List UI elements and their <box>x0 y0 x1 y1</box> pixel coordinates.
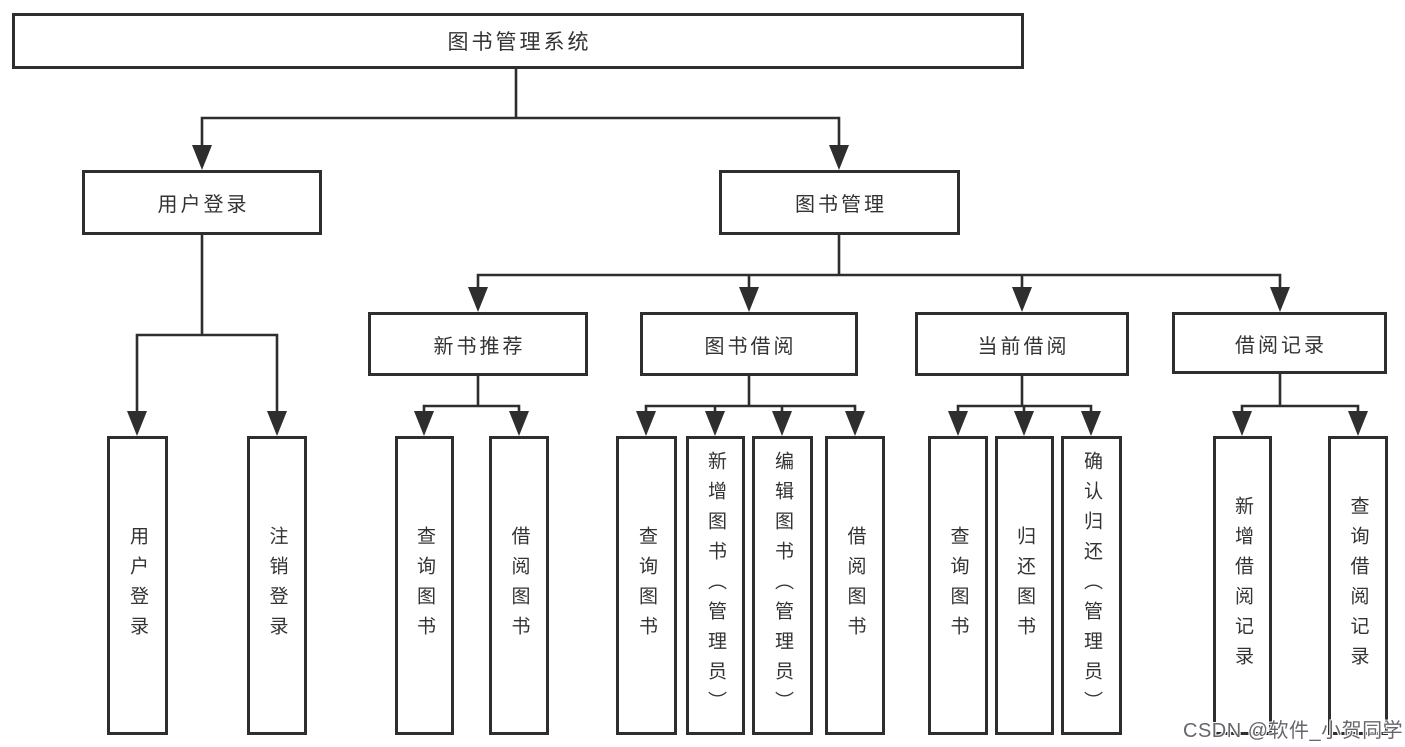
leaf-logout: 注销登录 <box>247 436 307 735</box>
arrow-down-icon <box>127 411 147 436</box>
leaf-query-books-borrowing: 查询图书 <box>616 436 677 735</box>
arrow-down-icon <box>1014 411 1034 436</box>
arrow-down-icon <box>636 411 656 436</box>
node-new-book-recommendation: 新书推荐 <box>368 312 588 376</box>
arrow-down-icon <box>772 411 792 436</box>
node-borrowing-records: 借阅记录 <box>1172 312 1387 374</box>
arrow-down-icon <box>739 287 759 312</box>
leaf-borrow-books-recommend: 借阅图书 <box>489 436 549 735</box>
arrow-down-icon <box>267 411 287 436</box>
leaf-query-books-recommend: 查询图书 <box>395 436 454 735</box>
connector-root-to-level2 <box>200 69 841 147</box>
connector-book-management-bracket <box>476 235 1282 289</box>
leaf-add-borrow-record: 新增借阅记录 <box>1213 436 1272 735</box>
connector-book-borrowing-bracket <box>644 376 857 413</box>
arrow-down-icon <box>1232 411 1252 436</box>
arrow-down-icon <box>1012 287 1032 312</box>
arrow-down-icon <box>845 411 865 436</box>
leaf-query-borrow-record: 查询借阅记录 <box>1328 436 1388 735</box>
node-book-management: 图书管理 <box>719 170 960 235</box>
leaf-add-books-admin: 新增图书（管理员） <box>686 436 745 735</box>
leaf-user-login: 用户登录 <box>107 436 168 735</box>
leaf-edit-books-admin: 编辑图书（管理员） <box>752 436 813 735</box>
connector-user-login-bracket <box>135 235 279 412</box>
leaf-query-books-current: 查询图书 <box>928 436 988 735</box>
connector-new-book-bracket <box>422 376 521 413</box>
node-current-borrowing: 当前借阅 <box>915 312 1129 376</box>
arrow-down-icon <box>1348 411 1368 436</box>
connector-current-borrowing-bracket <box>956 376 1093 413</box>
arrow-down-icon <box>414 411 434 436</box>
node-user-login: 用户登录 <box>82 170 322 235</box>
arrow-down-icon <box>1081 411 1101 436</box>
node-library-management-system: 图书管理系统 <box>12 13 1024 69</box>
arrow-down-icon <box>509 411 529 436</box>
leaf-borrow-books-borrowing: 借阅图书 <box>825 436 885 735</box>
arrow-down-icon <box>192 145 212 170</box>
arrow-down-icon <box>948 411 968 436</box>
arrow-down-icon <box>468 287 488 312</box>
csdn-watermark: CSDN @软件_小贺同学 <box>1183 720 1404 742</box>
arrow-down-icon <box>705 411 725 436</box>
arrow-down-icon <box>1270 287 1290 312</box>
node-book-borrowing: 图书借阅 <box>640 312 858 376</box>
arrow-down-icon <box>829 145 849 170</box>
leaf-return-books: 归还图书 <box>995 436 1054 735</box>
leaf-confirm-return-admin: 确认归还（管理员） <box>1061 436 1122 735</box>
connector-borrowing-records-bracket <box>1240 374 1360 413</box>
